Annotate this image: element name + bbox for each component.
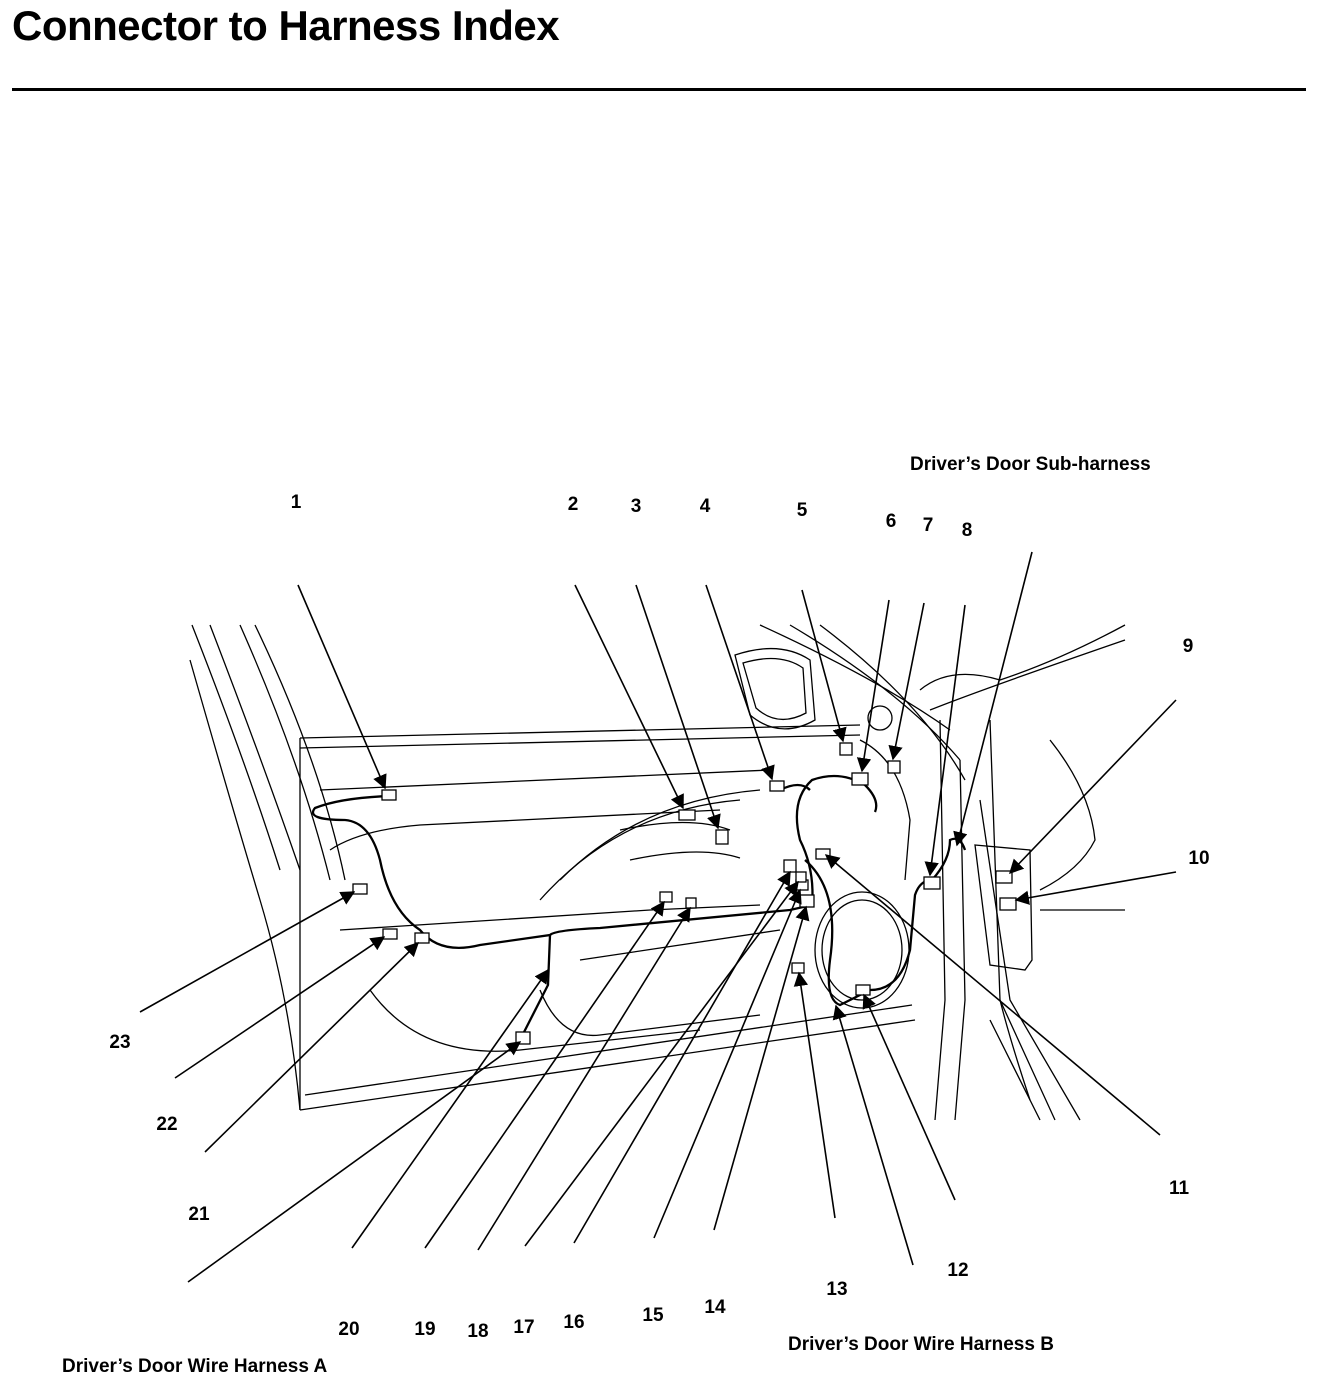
callout-1: 1 — [290, 492, 302, 513]
callout-10: 10 — [1188, 848, 1210, 869]
callout-3: 3 — [630, 496, 642, 517]
callout-17: 17 — [513, 1317, 535, 1338]
callout-20: 20 — [338, 1319, 360, 1340]
callout-2: 2 — [567, 494, 579, 515]
sub-harness-label: Driver’s Door Sub-harness — [910, 454, 1151, 475]
page-title: Connector to Harness Index — [12, 2, 560, 49]
harness-a-label: Driver’s Door Wire Harness A — [62, 1356, 328, 1377]
callout-4: 4 — [699, 496, 711, 517]
callout-15: 15 — [642, 1305, 664, 1326]
callout-21: 21 — [188, 1204, 210, 1225]
callout-12: 12 — [947, 1260, 969, 1281]
callout-6: 6 — [885, 511, 897, 532]
harness-b-label: Driver’s Door Wire Harness B — [788, 1334, 1054, 1355]
callout-9: 9 — [1182, 636, 1194, 657]
callout-19: 19 — [414, 1319, 436, 1340]
callout-8: 8 — [961, 520, 973, 541]
callout-5: 5 — [796, 500, 808, 521]
callout-14: 14 — [704, 1297, 726, 1318]
callout-23: 23 — [109, 1032, 131, 1053]
callout-16: 16 — [563, 1312, 585, 1333]
callout-18: 18 — [467, 1321, 489, 1342]
callout-7: 7 — [922, 515, 934, 536]
title-divider — [12, 88, 1306, 91]
callout-22: 22 — [156, 1114, 178, 1135]
callout-11: 11 — [1168, 1178, 1190, 1199]
callout-13: 13 — [826, 1279, 848, 1300]
